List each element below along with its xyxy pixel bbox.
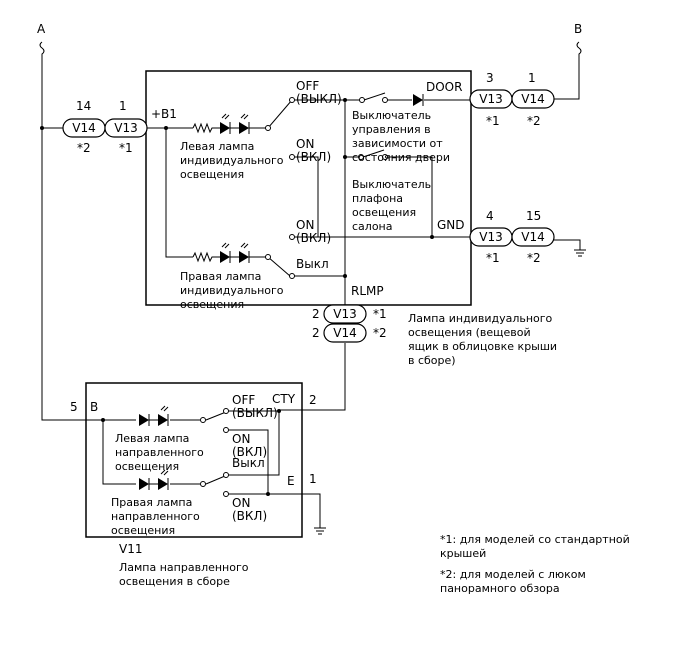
junctions	[40, 98, 434, 496]
resistor-right-top	[192, 251, 220, 263]
svg-text:V14: V14	[333, 326, 356, 340]
off2-label: Выкл	[296, 257, 329, 271]
pin-14-label: 14	[76, 99, 91, 113]
led-dir-right-2	[158, 469, 169, 490]
e-label: E	[287, 474, 295, 488]
off3-label: OFF	[232, 393, 255, 407]
pin-1-top-label: 1	[528, 71, 536, 85]
svg-text:V13: V13	[333, 307, 356, 321]
door-label: DOOR	[426, 80, 462, 94]
ground-symbol-bottom	[314, 527, 326, 535]
footnote-2: *2: для моделей с люком панорамного обзо…	[440, 568, 589, 595]
note1-gnd: *1	[486, 251, 500, 265]
svg-text:V13: V13	[114, 121, 137, 135]
off4-label: Выкл	[232, 456, 265, 470]
connector-gnd-v14: V14	[511, 227, 555, 247]
pin-5-label: 5	[70, 400, 78, 414]
rlmp-label: RLMP	[351, 284, 384, 298]
on4-label: ON	[232, 496, 250, 510]
on4b-label: (ВКЛ)	[232, 509, 267, 523]
left-dir-lamp-label: Левая лампа направленного освещения	[115, 432, 207, 473]
svg-text:V13: V13	[479, 92, 502, 106]
cty-label: CTY	[272, 392, 296, 406]
b1-label: +B1	[151, 107, 177, 121]
led-left-2	[239, 113, 266, 134]
connector-rlmp-v13: V13	[323, 304, 367, 324]
wires	[39, 41, 582, 528]
door-diode	[413, 94, 424, 106]
resistor-left-top	[192, 122, 220, 134]
pin-4-label: 4	[486, 209, 494, 223]
door-switch-label: Выключатель управления в зависимости от …	[352, 109, 450, 164]
pin-1-left-label: 1	[119, 99, 127, 113]
v11-label: V11	[119, 542, 142, 556]
off3b-label: (ВЫКЛ)	[232, 406, 278, 420]
v11-desc-label: Лампа направленного освещения в сборе	[119, 561, 252, 588]
gnd-label: GND	[437, 218, 465, 232]
point-b-label: B	[574, 22, 582, 36]
led-right-2	[239, 242, 266, 263]
right-dir-lamp-label: Правая лампа направленного освещения	[111, 496, 203, 537]
connector-door-v14: V14	[511, 89, 555, 109]
led-left-1	[220, 113, 239, 134]
connector-left-v14: V14	[62, 118, 106, 138]
assembly-desc-label: Лампа индивидуального освещения (вещевой…	[408, 312, 561, 367]
directional-lamp-assembly-box	[85, 382, 303, 538]
note1-top: *1	[486, 114, 500, 128]
note2-rlmp: *2	[373, 326, 387, 340]
led-dir-left-2	[158, 405, 169, 426]
pin-2b-label: 2	[312, 326, 320, 340]
left-lamp-label: Левая лампа индивидуального освещения	[180, 140, 287, 181]
svg-text:V14: V14	[521, 230, 544, 244]
pin-2c-label: 2	[309, 393, 317, 407]
led-dir-right-1	[139, 478, 158, 490]
led-right-1	[220, 242, 239, 263]
pin-1-e-label: 1	[309, 472, 317, 486]
on3-label: ON	[232, 432, 250, 446]
point-a-label: A	[37, 22, 46, 36]
note2-left: *2	[77, 141, 91, 155]
on2-label: ON	[296, 218, 314, 232]
svg-text:V13: V13	[479, 230, 502, 244]
right-lamp-label: Правая лампа индивидуального освещения	[180, 270, 287, 311]
on1-label: ON	[296, 137, 314, 151]
connector-left-v13: V13	[104, 118, 148, 138]
dome-switch-label: Выключатель плафона освещения салона	[352, 178, 435, 233]
switch-contacts	[200, 97, 388, 497]
note1-left: *1	[119, 141, 133, 155]
individual-lamp-assembly-box	[145, 70, 472, 306]
pin-3-label: 3	[486, 71, 494, 85]
b-pin-label: B	[90, 400, 98, 414]
on3b-label: (ВКЛ)	[232, 445, 267, 459]
svg-text:V14: V14	[72, 121, 95, 135]
note2-gnd: *2	[527, 251, 541, 265]
note1-rlmp: *1	[373, 307, 387, 321]
connector-gnd-v13: V13	[469, 227, 513, 247]
off1b-label: (ВЫКЛ)	[296, 92, 342, 106]
pin-15-label: 15	[526, 209, 541, 223]
svg-text:V14: V14	[521, 92, 544, 106]
connector-rlmp-v14: V14	[323, 323, 367, 343]
note2-top: *2	[527, 114, 541, 128]
on1b-label: (ВКЛ)	[296, 150, 331, 164]
footnote-1: *1: для моделей со стандартной крышей	[440, 533, 633, 560]
off1-label: OFF	[296, 79, 319, 93]
on2b-label: (ВКЛ)	[296, 231, 331, 245]
ground-symbol-top	[574, 249, 586, 257]
labels: A B 14 1 +B1 *2 *1 Левая лампа индивидуа…	[37, 22, 633, 595]
connector-door-v13: V13	[469, 89, 513, 109]
pin-2a-label: 2	[312, 307, 320, 321]
led-dir-left-1	[139, 414, 158, 426]
